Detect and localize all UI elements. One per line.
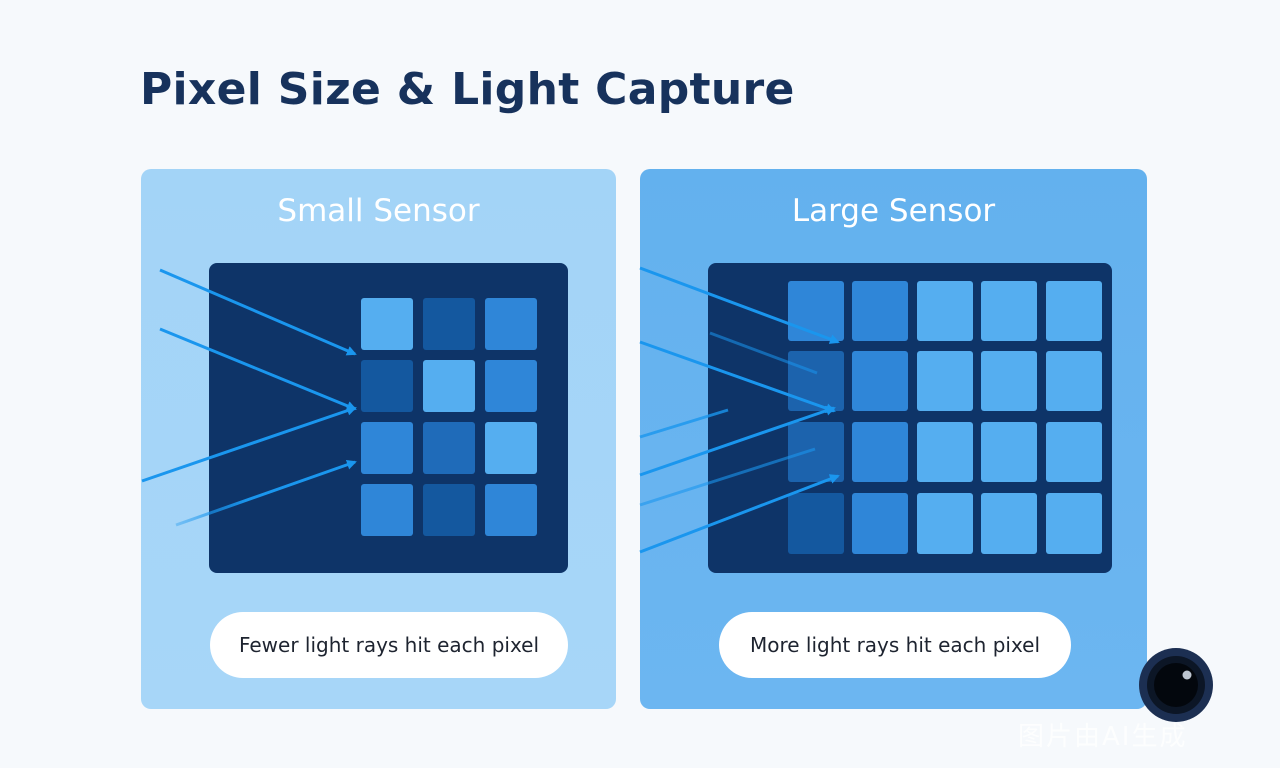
large-sensor-caption: More light rays hit each pixel	[719, 612, 1071, 678]
camera-lens-icon	[1139, 648, 1213, 722]
large-sensor-grid	[708, 263, 1112, 573]
large-pixel	[852, 351, 908, 411]
large-pixel	[788, 351, 844, 411]
large-pixel	[852, 493, 908, 554]
large-sensor-heading: Large Sensor	[791, 193, 996, 229]
small-pixel	[485, 422, 537, 474]
large-pixel	[852, 422, 908, 482]
small-pixel	[485, 298, 537, 350]
large-pixel	[981, 493, 1037, 554]
large-pixel	[917, 281, 973, 341]
large-pixel	[1046, 422, 1102, 482]
small-pixel	[423, 484, 475, 536]
large-pixel	[981, 281, 1037, 341]
small-pixel	[361, 360, 413, 412]
small-sensor-grid	[209, 263, 568, 573]
ai-generated-watermark: 图片由AI生成	[1018, 722, 1188, 752]
large-pixel	[981, 351, 1037, 411]
small-pixel	[485, 360, 537, 412]
small-pixel	[361, 484, 413, 536]
small-pixel	[485, 484, 537, 536]
large-pixel	[1046, 493, 1102, 554]
large-pixel	[917, 351, 973, 411]
large-pixel	[788, 493, 844, 554]
small-sensor-heading: Small Sensor	[277, 193, 480, 229]
small-pixel	[423, 422, 475, 474]
small-pixel	[423, 298, 475, 350]
large-pixel	[852, 281, 908, 341]
small-pixel	[361, 298, 413, 350]
small-pixel	[423, 360, 475, 412]
page-title: Pixel Size & Light Capture	[140, 64, 795, 115]
small-sensor-panel: Small Sensor Fewer light rays hit each p…	[141, 169, 616, 709]
small-sensor-caption: Fewer light rays hit each pixel	[210, 612, 568, 678]
small-pixel	[361, 422, 413, 474]
large-sensor-panel: Large Sensor More light rays hit each pi…	[640, 169, 1147, 709]
large-pixel	[917, 493, 973, 554]
large-pixel	[788, 281, 844, 341]
large-pixel	[788, 422, 844, 482]
large-pixel	[1046, 281, 1102, 341]
large-pixel	[981, 422, 1037, 482]
large-pixel	[1046, 351, 1102, 411]
large-pixel	[917, 422, 973, 482]
